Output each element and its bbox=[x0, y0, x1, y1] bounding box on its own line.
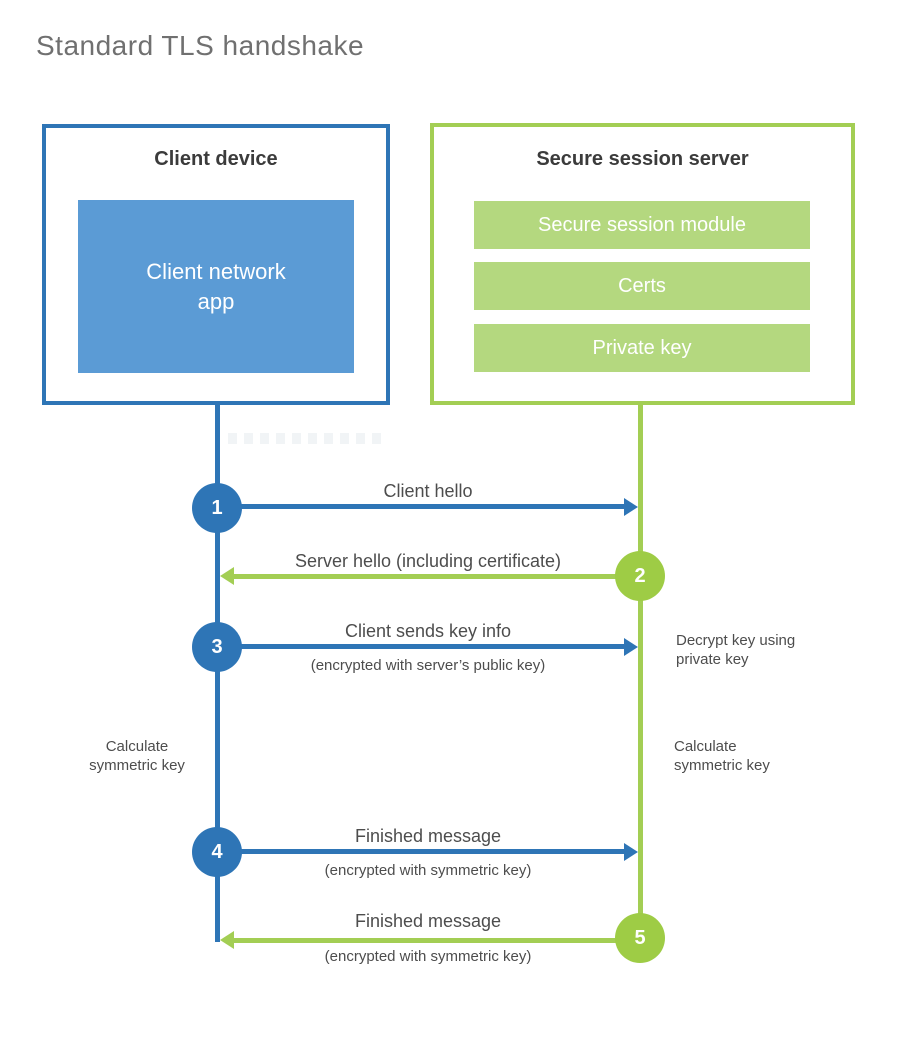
note-calc-symmetric-server: Calculate symmetric key bbox=[674, 738, 770, 774]
step-badge-4: 4 bbox=[192, 827, 242, 877]
client-device-title: Client device bbox=[154, 148, 278, 170]
note-decrypt-key: Decrypt key using private key bbox=[676, 632, 796, 668]
step-badge-5: 5 bbox=[615, 913, 665, 963]
arrow-line-finished-server bbox=[232, 938, 618, 943]
client-lifeline bbox=[215, 405, 220, 942]
step-badge-1: 1 bbox=[192, 483, 242, 533]
msg-finished-server: Finished message bbox=[354, 911, 502, 931]
arrowhead-right-icon bbox=[624, 638, 638, 656]
note-calc-symmetric-client: Calculate symmetric key bbox=[89, 738, 185, 774]
arrow-line-key-info bbox=[220, 644, 625, 649]
msg-server-hello: Server hello (including certificate) bbox=[294, 551, 562, 571]
arrow-line-finished-client bbox=[220, 849, 625, 854]
faint-artifact-dashes bbox=[228, 433, 388, 444]
server-module-private-key: Private key bbox=[474, 324, 810, 372]
server-module-secure-session: Secure session module bbox=[474, 201, 810, 249]
arrowhead-left-icon bbox=[220, 567, 234, 585]
arrowhead-right-icon bbox=[624, 498, 638, 516]
arrowhead-right-icon bbox=[624, 843, 638, 861]
arrow-line-server-hello bbox=[232, 574, 618, 579]
msg-client-hello: Client hello bbox=[383, 481, 473, 501]
secure-session-server-title: Secure session server bbox=[536, 148, 749, 170]
arrowhead-left-icon bbox=[220, 931, 234, 949]
step-badge-3: 3 bbox=[192, 622, 242, 672]
arrow-line-client-hello bbox=[220, 504, 625, 509]
client-network-app-box: Client network app bbox=[78, 200, 354, 373]
msg-finished-client-sub: (encrypted with symmetric key) bbox=[324, 862, 532, 879]
server-lifeline bbox=[638, 405, 643, 938]
msg-finished-server-sub: (encrypted with symmetric key) bbox=[324, 948, 532, 965]
msg-key-info: Client sends key info bbox=[344, 621, 512, 641]
msg-finished-client: Finished message bbox=[354, 826, 502, 846]
page-title: Standard TLS handshake bbox=[36, 30, 365, 61]
msg-key-info-sub: (encrypted with server’s public key) bbox=[310, 657, 546, 674]
server-module-certs: Certs bbox=[474, 262, 810, 310]
step-badge-2: 2 bbox=[615, 551, 665, 601]
